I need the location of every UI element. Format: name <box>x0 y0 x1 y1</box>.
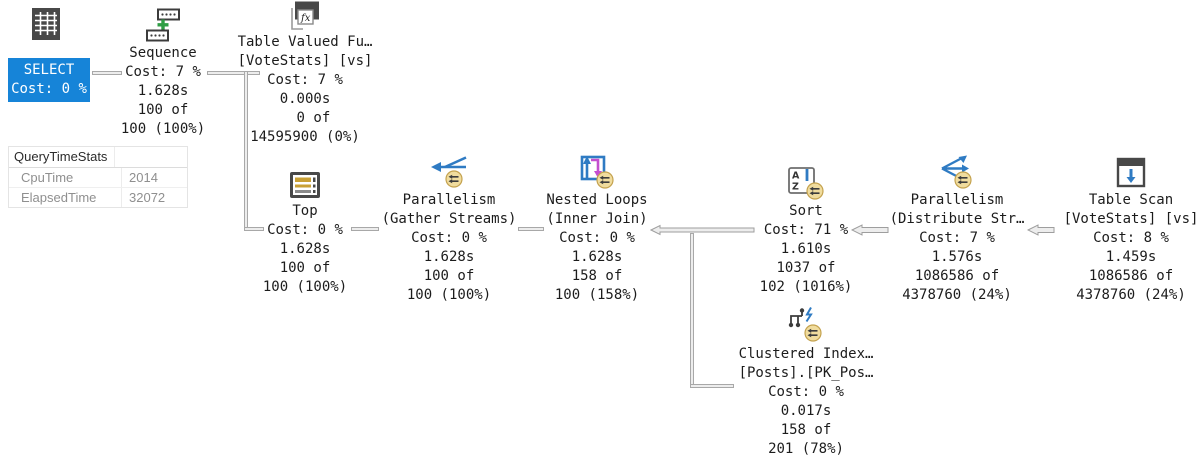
node-time: 1.628s <box>137 83 189 99</box>
table-scan-icon <box>1116 157 1146 188</box>
node-title: SELECT <box>23 62 75 78</box>
stat-row-cputime: CpuTime 2014 <box>9 168 187 188</box>
node-cost: Cost: 0 % <box>559 230 635 246</box>
node-time: 1.628s <box>279 241 331 257</box>
plan-node-nested-loops[interactable]: Nested Loops (Inner Join) Cost: 0 % 1.62… <box>512 155 682 305</box>
plan-node-sequence[interactable]: Sequence Cost: 7 % 1.628s 100 of 100 (10… <box>78 8 248 139</box>
node-object: [Posts].[PK_Pos… <box>738 365 874 381</box>
node-rows-estimated: 201 (78%) <box>768 441 844 457</box>
clustered-index-seek-icon <box>788 307 822 342</box>
node-rows-actual: 100 of <box>137 102 189 118</box>
edge-arrow-distribute-tablescan <box>1027 224 1055 236</box>
result-grid-icon <box>32 8 60 40</box>
edge-nested-clustered <box>690 384 734 388</box>
query-time-stats-title: QueryTimeStats <box>9 147 115 167</box>
node-time: 1.459s <box>1105 249 1157 265</box>
plan-node-table-valued-function[interactable]: fx Table Valued Fu… [VoteStats] [vs] Cos… <box>220 1 390 147</box>
node-title: Nested Loops <box>546 192 648 208</box>
node-cost: Cost: 7 % <box>125 64 201 80</box>
node-object: [VoteStats] [vs] <box>237 53 373 69</box>
node-title: Sequence <box>129 45 197 61</box>
edge-top-gather <box>351 227 379 231</box>
node-rows-estimated: 100 (158%) <box>554 287 640 303</box>
node-time: 1.628s <box>423 249 475 265</box>
plan-node-table-scan[interactable]: Table Scan [VoteStats] [vs] Cost: 8 % 1.… <box>1046 157 1200 305</box>
node-rows-actual: 158 of <box>780 422 832 438</box>
node-cost: Cost: 0 % <box>411 230 487 246</box>
node-title: Parallelism <box>402 192 496 208</box>
sequence-icon <box>146 8 180 42</box>
node-rows-actual: 100 of <box>423 268 475 284</box>
nested-loops-icon <box>580 155 614 189</box>
node-rows-actual: 1086586 of <box>914 268 1000 284</box>
node-cost: Cost: 0 % <box>768 384 844 400</box>
node-title: Table Scan <box>1088 192 1174 208</box>
edge-nested-clustered-vertical <box>690 233 694 388</box>
node-time: 1.628s <box>571 249 623 265</box>
node-cost: Cost: 7 % <box>267 72 343 88</box>
node-cost: Cost: 71 % <box>763 222 849 238</box>
stat-value: 2014 <box>129 170 158 185</box>
top-icon <box>290 172 320 198</box>
node-rows-estimated: 100 (100%) <box>262 279 348 295</box>
stat-value: 32072 <box>129 190 166 205</box>
stat-row-elapsedtime: ElapsedTime 32072 <box>9 188 187 207</box>
node-cost: Cost: 7 % <box>919 230 995 246</box>
svg-text:A: A <box>792 171 800 182</box>
plan-node-clustered-index-seek[interactable]: Clustered Index… [Posts].[PK_Pos… Cost: … <box>721 307 891 459</box>
node-cost: Cost: 0 % <box>267 222 343 238</box>
node-time: 1.576s <box>931 249 983 265</box>
edge-gather-nested <box>518 227 544 231</box>
edge-sequence-tvf <box>207 71 260 75</box>
node-subtitle: (Gather Streams) <box>381 211 517 227</box>
plan-node-parallelism-distribute-streams[interactable]: Parallelism (Distribute Str… Cost: 7 % 1… <box>872 155 1042 305</box>
parallelism-gather-streams-icon <box>431 156 467 188</box>
node-title: Top <box>292 203 318 219</box>
node-time: 1.610s <box>780 241 832 257</box>
node-rows-estimated: 4378760 (24%) <box>902 287 1012 303</box>
sort-icon: A Z <box>788 167 824 200</box>
node-title: Parallelism <box>910 192 1004 208</box>
plan-node-top[interactable]: Top Cost: 0 % 1.628s 100 of 100 (100%) <box>220 172 390 297</box>
plan-node-select[interactable]: SELECT Cost: 0 % <box>8 58 90 102</box>
node-subtitle: (Inner Join) <box>546 211 648 227</box>
node-rows-actual: 1037 of <box>776 260 836 276</box>
node-time: 0.017s <box>780 403 832 419</box>
node-rows-actual: 100 of <box>279 260 331 276</box>
node-cost: Cost: 0 % <box>11 81 87 97</box>
stat-label: CpuTime <box>9 168 122 187</box>
node-title: Table Valued Fu… <box>237 34 373 50</box>
svg-text:fx: fx <box>300 13 311 24</box>
node-rows-estimated: 4378760 (24%) <box>1076 287 1186 303</box>
node-time: 0.000s <box>279 91 331 107</box>
node-object: [VoteStats] [vs] <box>1063 211 1199 227</box>
node-title: Sort <box>789 203 823 219</box>
svg-text:Z: Z <box>792 182 799 193</box>
node-rows-estimated: 102 (1016%) <box>759 279 853 295</box>
node-title: Clustered Index… <box>738 346 874 362</box>
node-rows-actual: 1086586 of <box>1088 268 1174 284</box>
plan-node-parallelism-gather-streams[interactable]: Parallelism (Gather Streams) Cost: 0 % 1… <box>364 156 534 305</box>
query-time-stats-panel: QueryTimeStats CpuTime 2014 ElapsedTime … <box>8 146 188 208</box>
node-rows-actual: 158 of <box>571 268 623 284</box>
node-rows-estimated: 100 (100%) <box>120 121 206 137</box>
edge-sequence-top <box>244 227 264 231</box>
node-subtitle: (Distribute Str… <box>889 211 1025 227</box>
node-rows-estimated: 14595900 (0%) <box>250 129 360 145</box>
edge-arrow-sort-distribute <box>851 224 889 236</box>
edge-select-sequence <box>92 71 122 75</box>
edge-arrow-nested-sort <box>650 224 755 236</box>
stat-label: ElapsedTime <box>9 188 122 207</box>
table-valued-function-icon: fx <box>291 1 319 30</box>
node-rows-estimated: 100 (100%) <box>406 287 492 303</box>
node-cost: Cost: 8 % <box>1093 230 1169 246</box>
parallelism-distribute-streams-icon <box>941 155 972 189</box>
plan-node-sort[interactable]: A Z Sort Cost: 71 % 1.610s 1037 of 102 (… <box>721 167 891 297</box>
node-rows-actual: 0 of <box>279 110 331 126</box>
